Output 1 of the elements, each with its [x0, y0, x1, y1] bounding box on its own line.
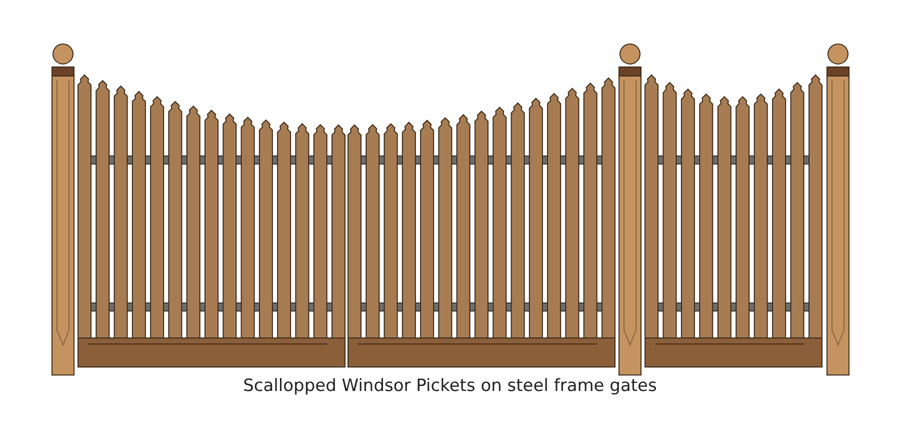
caption: Scallopped Windsor Pickets on steel frame gates	[243, 376, 657, 396]
